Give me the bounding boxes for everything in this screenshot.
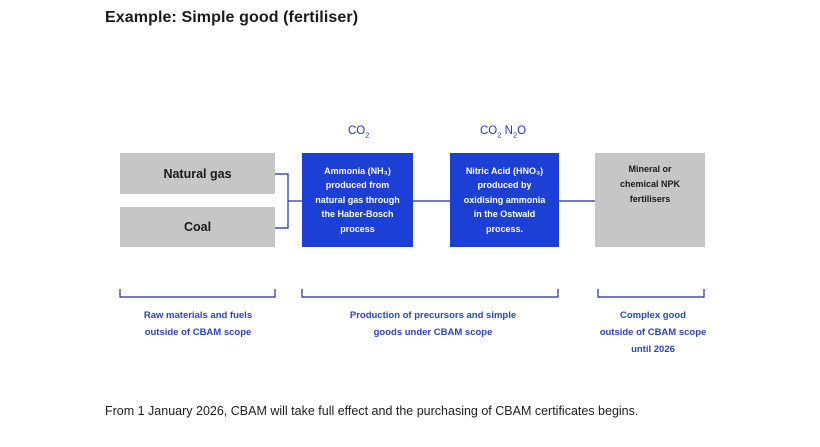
caption-line: until 2026 (631, 344, 675, 355)
ammonia-text-line: produced from (325, 180, 390, 191)
inputs-merge-connector (275, 173, 289, 229)
n2o-subscript: 2 (512, 130, 518, 140)
footer-note: From 1 January 2026, CBAM will take full… (105, 404, 639, 418)
coal-label: Coal (183, 220, 212, 234)
caption-line: outside of CBAM scope (144, 327, 252, 338)
nitric-emissions-label: CO2 N2O (480, 125, 526, 139)
diagram-title: Example: Simple good (fertiliser) (105, 9, 359, 26)
natural-gas-box: Natural gas (120, 153, 275, 194)
fertiliser-text-line: chemical NPK (619, 179, 681, 189)
fertiliser-output-box: Mineral or chemical NPK fertilisers (595, 153, 705, 247)
ammonia-text-line: Ammonia (NH₃) (324, 165, 391, 176)
nitric-text-line: process. (485, 223, 523, 234)
raw-scope-caption: Raw materials and fuels outside of CBAM … (118, 307, 278, 341)
precursor-scope-caption: Production of precursors and simple good… (318, 307, 548, 341)
nitric-text-line: oxidising ammonia (463, 194, 546, 205)
caption-line: goods under CBAM scope (373, 327, 493, 338)
complex-scope-caption: Complex good outside of CBAM scope until… (583, 307, 723, 358)
natural-gas-label: Natural gas (163, 166, 232, 181)
caption-line: outside of CBAM scope (599, 327, 707, 338)
raw-scope-bracket (119, 289, 276, 298)
coal-box: Coal (120, 207, 275, 247)
nitric-text-line: in the Ostwald (473, 209, 536, 220)
co2-subscript: 2 (365, 130, 370, 140)
n2o-n-text: N (504, 125, 513, 137)
complex-scope-bracket (597, 289, 705, 298)
caption-line: Raw materials and fuels (143, 310, 253, 321)
nitric-text-line: Nitric Acid (HNO₃) (465, 165, 544, 176)
fertiliser-text-line: fertilisers (629, 194, 671, 204)
n2o-o-text: O (517, 125, 527, 137)
ammonia-text-line: process (340, 223, 375, 234)
ammonia-text-line: natural gas through (315, 194, 400, 205)
fertiliser-text-line: Mineral or (628, 164, 672, 174)
nitric-acid-process-box: Nitric Acid (HNO₃) produced by oxidising… (450, 153, 559, 247)
ammonia-emissions-label: CO2 (348, 125, 369, 139)
ammonia-text-line: the Haber-Bosch (321, 209, 394, 220)
nitric-text-line: produced by (477, 180, 532, 191)
ammonia-process-box: Ammonia (NH₃) produced from natural gas … (302, 153, 413, 247)
co2-subscript: 2 (497, 130, 502, 140)
caption-line: Complex good (620, 310, 686, 321)
precursor-scope-bracket (301, 289, 559, 298)
co2-text: CO (480, 125, 498, 137)
caption-line: Production of precursors and simple (349, 310, 517, 321)
co2-text: CO (348, 125, 366, 137)
